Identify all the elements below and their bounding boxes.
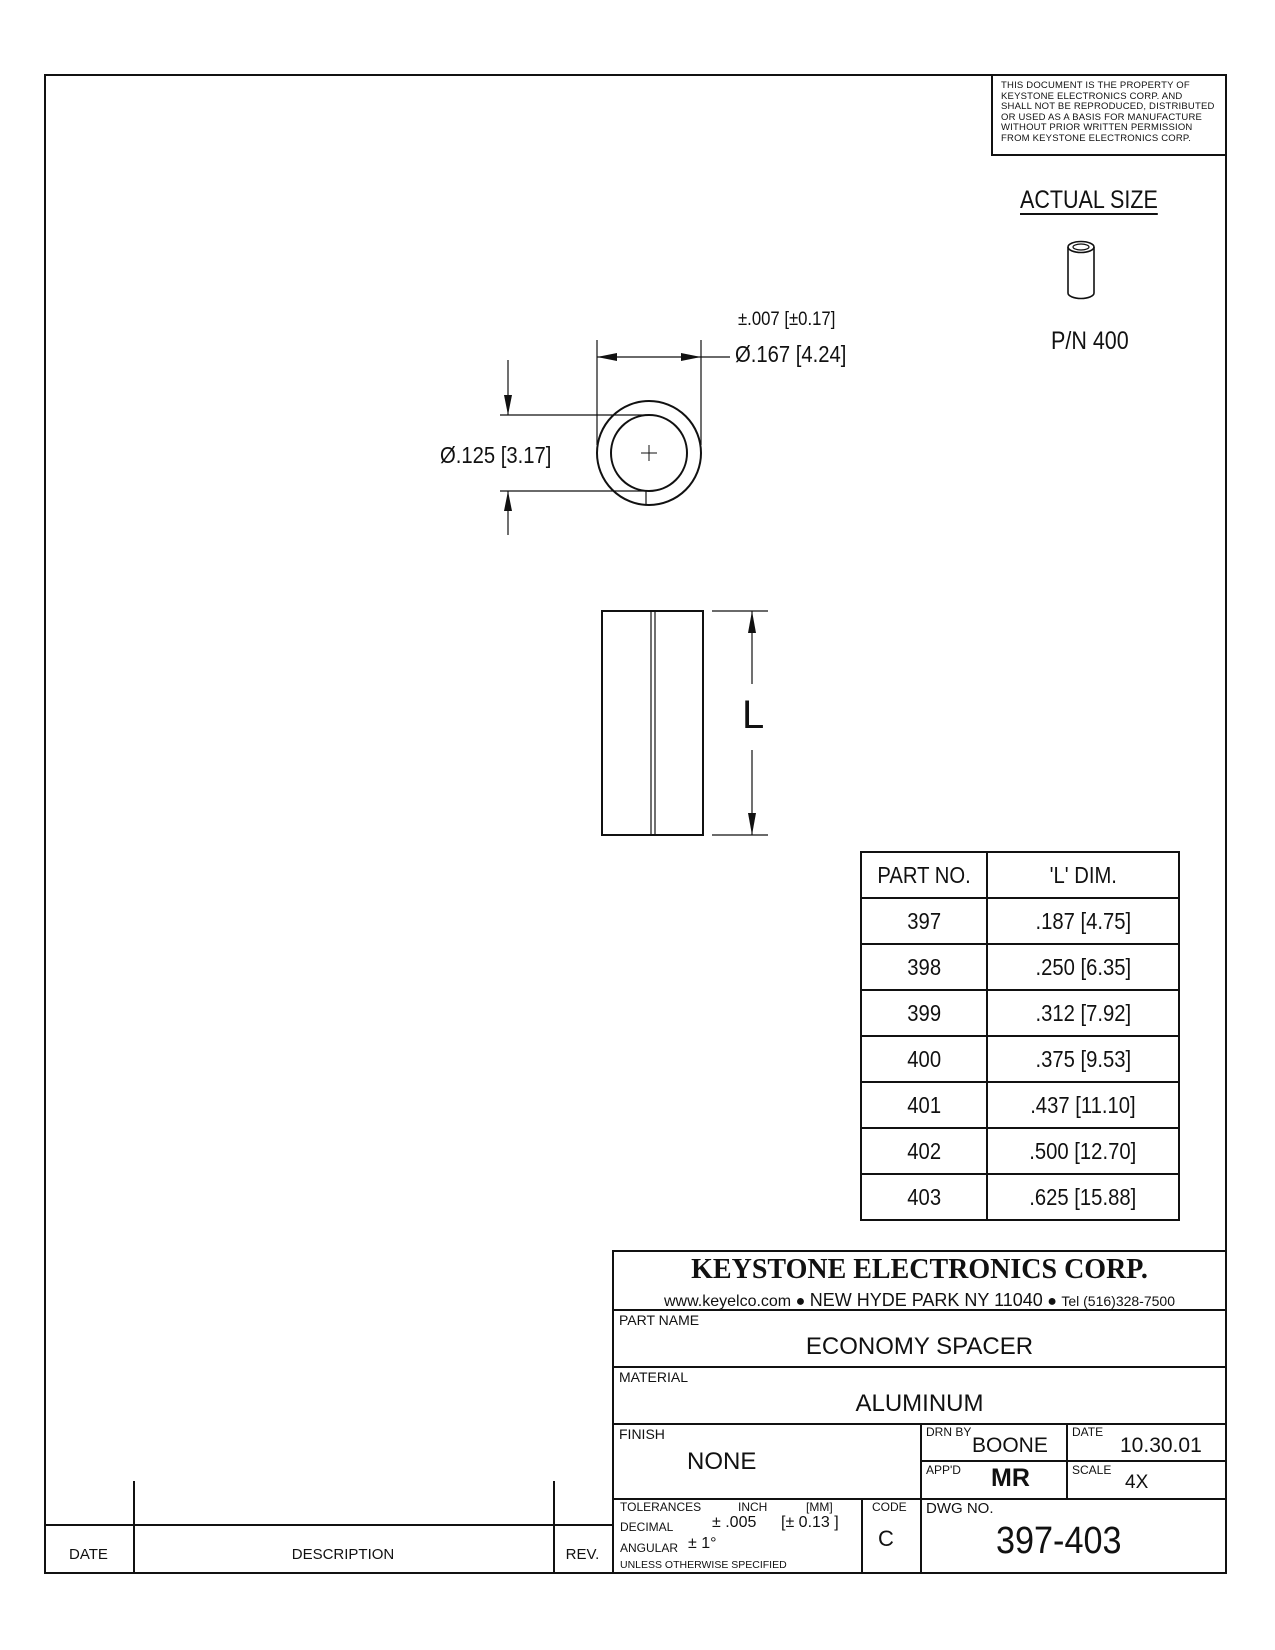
finish-label: FINISH [619,1426,665,1442]
part-number-cell: 403 [860,1173,988,1221]
notice-line: FROM KEYSTONE ELECTRONICS CORP. [1001,132,1192,144]
length-dim-cell: .375 [9.53] [986,1035,1180,1083]
material-value: ALUMINUM [855,1390,984,1417]
part-number-cell: 399 [860,989,988,1037]
code-value: C [878,1526,894,1551]
approved-value: MR [991,1464,1030,1492]
length-label: L [742,693,765,737]
company-address: NEW HYDE PARK NY 11040 [809,1290,1043,1310]
notice-line: OR USED AS A BASIS FOR MANUFACTURE [1001,111,1203,123]
drawing-number-value: 397-403 [996,1520,1122,1562]
table-row: 402 .500 [12.70] [860,1127,1180,1175]
tolerances-label: TOLERANCES [620,1500,702,1514]
scale-label: SCALE [1072,1463,1112,1477]
revision-rev-header: REV. [565,1546,600,1563]
drawn-by-label: DRN BY [926,1425,972,1439]
revision-date-header: DATE [69,1546,108,1563]
part-number-cell: 400 [860,1035,988,1083]
part-dimension-table: PART NO. 'L' DIM. 397 .187 [4.75] 398 .2… [860,851,1180,1221]
inner-diameter-label: Ø.125 [3.17] [440,442,552,468]
inch-label: INCH [738,1500,768,1514]
side-view-drawing [601,610,768,836]
notice-line: THIS DOCUMENT IS THE PROPERTY OF [1001,80,1190,91]
length-dim-cell: .250 [6.35] [986,943,1180,991]
property-notice: THIS DOCUMENT IS THE PROPERTY OF KEYSTON… [991,76,1227,156]
table-row: 397 .187 [4.75] [860,897,1180,945]
date-value: 10.30.01 [1120,1434,1202,1457]
date-label: DATE [1072,1425,1104,1439]
material-label: MATERIAL [619,1369,688,1385]
table-header: PART NO. [860,851,988,899]
code-label: CODE [872,1500,907,1514]
actual-size-spacer-icon [1067,240,1095,300]
outer-diameter-label: Ø.167 [4.24] [735,341,847,367]
length-dim-cell: .437 [11.10] [986,1081,1180,1129]
notice-line: KEYSTONE ELECTRONICS CORP. AND [1001,90,1183,102]
notice-line: WITHOUT PRIOR WRITTEN PERMISSION [1001,122,1193,133]
sheet-border [44,74,1227,1574]
company-contact: www.keyelco.com ● NEW HYDE PARK NY 11040… [612,1290,1227,1311]
angular-tolerance: ± 1° [688,1535,717,1552]
decimal-mm-tolerance: [± 0.13 ] [781,1514,839,1531]
end-view-drawing [500,340,730,535]
length-dim-cell: .312 [7.92] [986,989,1180,1037]
actual-size-title: ACTUAL SIZE [1020,186,1158,214]
part-number-cell: 398 [860,943,988,991]
outer-diameter-tolerance: ±.007 [±0.17] [738,309,836,330]
decimal-inch-tolerance: ± .005 [712,1514,757,1531]
table-header: 'L' DIM. [986,851,1180,899]
table-row: 401 .437 [11.10] [860,1081,1180,1129]
length-dim-cell: .500 [12.70] [986,1127,1180,1175]
unless-specified-note: UNLESS OTHERWISE SPECIFIED [620,1559,787,1571]
bullet-icon: ● [795,1293,810,1310]
finish-value: NONE [687,1448,757,1475]
notice-line: SHALL NOT BE REPRODUCED, DISTRIBUTED [1001,101,1215,112]
angular-label: ANGULAR [620,1541,679,1555]
bullet-icon: ● [1047,1293,1062,1310]
table-header-row: PART NO. 'L' DIM. [860,851,1180,899]
part-name-value: ECONOMY SPACER [805,1333,1034,1360]
website-link[interactable]: www.keyelco.com [663,1293,792,1310]
part-number-cell: 401 [860,1081,988,1129]
length-dim-cell: .625 [15.88] [986,1173,1180,1221]
part-name-label: PART NAME [619,1312,700,1328]
scale-value: 4X [1125,1472,1149,1493]
table-row: 399 .312 [7.92] [860,989,1180,1037]
company-name: KEYSTONE ELECTRONICS CORP. [691,1254,1148,1285]
company-phone: Tel (516)328-7500 [1061,1293,1175,1309]
table-row: 400 .375 [9.53] [860,1035,1180,1083]
table-row: 403 .625 [15.88] [860,1173,1180,1221]
part-number-cell: 397 [860,897,988,945]
decimal-label: DECIMAL [620,1520,674,1534]
revision-description-header: DESCRIPTION [291,1546,395,1563]
drawing-number-label: DWG NO. [926,1500,994,1517]
part-number-cell: 402 [860,1127,988,1175]
actual-size-part-number: P/N 400 [1051,327,1129,355]
drawn-by-value: BOONE [972,1434,1048,1457]
table-row: 398 .250 [6.35] [860,943,1180,991]
mm-label: [MM] [806,1500,833,1514]
length-dim-cell: .187 [4.75] [986,897,1180,945]
approved-label: APP'D [926,1463,961,1477]
